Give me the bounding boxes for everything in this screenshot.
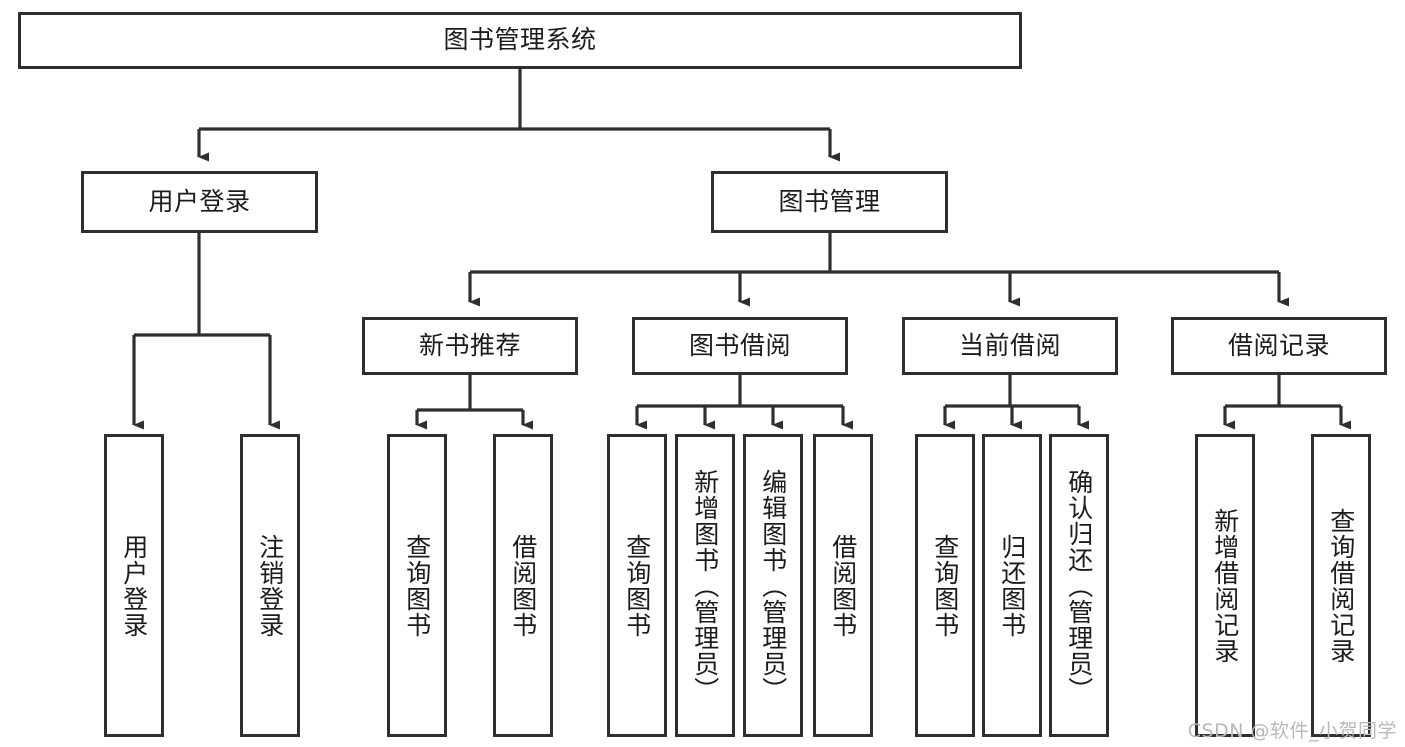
node-label: 借阅记录 <box>1227 330 1330 360</box>
node-label: 查询借阅记录 <box>1326 507 1356 664</box>
node-label: 查询图书 <box>622 533 652 638</box>
node-book-borrow[interactable]: 图书借阅 <box>632 317 848 375</box>
leaf-node[interactable]: 查询图书 <box>607 434 667 737</box>
leaf-node[interactable]: 新增图书（管理员） <box>675 434 735 737</box>
leaf-node[interactable]: 查询图书 <box>387 434 447 737</box>
node-label: 编辑图书（管理员） <box>758 468 788 703</box>
leaf-node[interactable]: 注销登录 <box>240 434 300 737</box>
node-label: 当前借阅 <box>958 330 1061 360</box>
leaf-node[interactable]: 编辑图书（管理员） <box>743 434 803 737</box>
node-label: 图书管理系统 <box>443 25 597 55</box>
node-label: 查询图书 <box>930 533 960 638</box>
node-label: 注销登录 <box>255 533 285 638</box>
node-borrow-record[interactable]: 借阅记录 <box>1171 317 1387 375</box>
node-user-login[interactable]: 用户登录 <box>81 171 318 233</box>
leaf-node[interactable]: 用户登录 <box>104 434 164 737</box>
leaf-node[interactable]: 新增借阅记录 <box>1195 434 1255 737</box>
csdn-watermark: CSDN @软件_小贺同学 <box>1187 720 1397 742</box>
node-new-book-recommend[interactable]: 新书推荐 <box>362 317 578 375</box>
node-label: 归还图书 <box>997 533 1027 638</box>
node-label: 用户登录 <box>119 533 149 638</box>
leaf-node[interactable]: 查询借阅记录 <box>1311 434 1371 737</box>
node-label: 图书管理 <box>778 186 881 216</box>
leaf-node[interactable]: 借阅图书 <box>493 434 553 737</box>
node-label: 新增图书（管理员） <box>690 468 720 703</box>
node-label: 用户登录 <box>148 186 251 216</box>
node-label: 确认归还（管理员） <box>1064 468 1094 703</box>
leaf-node[interactable]: 确认归还（管理员） <box>1049 434 1109 737</box>
node-book-management[interactable]: 图书管理 <box>711 171 948 233</box>
node-label: 新增借阅记录 <box>1210 507 1240 664</box>
node-root-system[interactable]: 图书管理系统 <box>18 12 1022 69</box>
node-label: 借阅图书 <box>828 533 858 638</box>
leaf-node[interactable]: 借阅图书 <box>813 434 873 737</box>
node-label: 借阅图书 <box>508 533 538 638</box>
node-current-borrow[interactable]: 当前借阅 <box>902 317 1118 375</box>
leaf-node[interactable]: 归还图书 <box>982 434 1042 737</box>
leaf-node[interactable]: 查询图书 <box>915 434 975 737</box>
node-label: 查询图书 <box>402 533 432 638</box>
node-label: 图书借阅 <box>688 330 791 360</box>
node-label: 新书推荐 <box>418 330 521 360</box>
